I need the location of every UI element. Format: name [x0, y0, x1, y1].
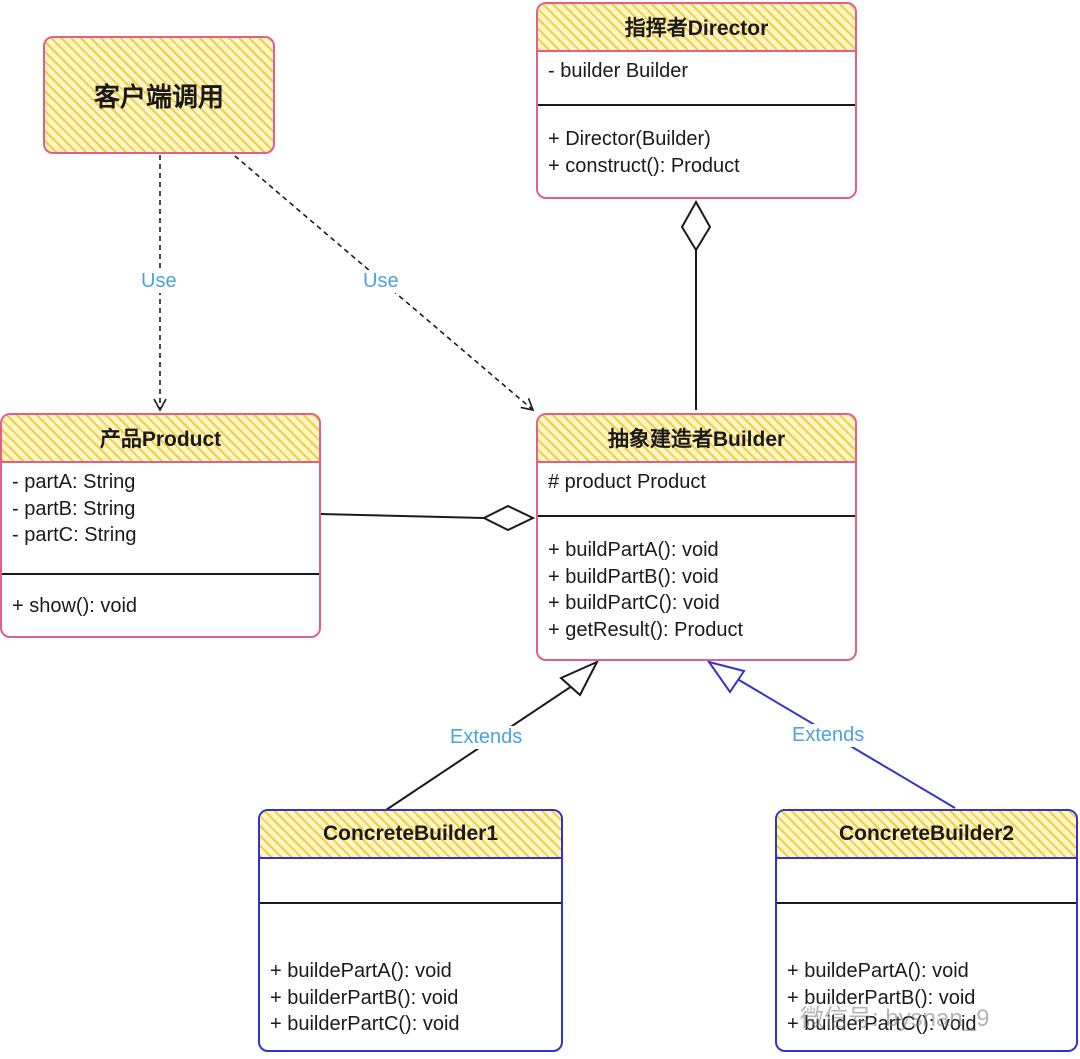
- product-class[interactable]: 产品Product - partA: String - partB: Strin…: [0, 413, 321, 638]
- inheritance-triangle-blue: [706, 660, 746, 694]
- aggregation-diamond-builder: [481, 504, 536, 532]
- concrete-builder2-fields: [777, 859, 1076, 904]
- aggregation-edge-product-builder: [319, 513, 485, 519]
- concrete-builder2-title: ConcreteBuilder2: [777, 811, 1076, 859]
- concrete-builder1-method: + builderPartC(): void: [270, 1013, 460, 1035]
- concrete-builder1-method: + builderPartB(): void: [270, 986, 459, 1009]
- director-fields: - builder Builder: [538, 52, 855, 106]
- watermark: 微信号: bysnan_9: [800, 1005, 990, 1032]
- client-node[interactable]: 客户端调用: [43, 36, 275, 154]
- concrete-builder2-method: + buildePartA(): void: [787, 960, 969, 982]
- builder-method: + buildPartC(): void: [548, 592, 720, 614]
- product-field: - partC: String: [12, 524, 137, 546]
- product-fields: - partA: String - partB: String - partC:…: [2, 463, 319, 575]
- director-method: + Director(Builder): [548, 128, 711, 150]
- use-label-builder: Use: [361, 270, 401, 293]
- concrete-builder2-methods: + buildePartA(): void + builderPartB(): …: [777, 904, 1076, 1044]
- product-field: - partB: String: [12, 497, 136, 520]
- builder-method: + buildPartB(): void: [548, 565, 719, 588]
- director-class-title: 指挥者Director: [538, 4, 855, 52]
- director-method: + construct(): Product: [548, 154, 740, 177]
- product-methods: + show(): void: [2, 575, 319, 626]
- builder-class[interactable]: 抽象建造者Builder # product Product + buildPa…: [536, 413, 857, 661]
- concrete-builder1-class[interactable]: ConcreteBuilder1 + buildePartA(): void +…: [258, 809, 563, 1052]
- inheritance-triangle-black: [559, 659, 600, 697]
- concrete-builder1-fields: [260, 859, 561, 904]
- builder-method: + buildPartA(): void: [548, 539, 719, 561]
- director-field: - builder Builder: [548, 60, 689, 82]
- extends-label-concrete2: Extends: [790, 724, 867, 747]
- product-method: + show(): void: [12, 595, 138, 617]
- concrete-builder2-class[interactable]: ConcreteBuilder2 + buildePartA(): void +…: [775, 809, 1078, 1052]
- aggregation-diamond-director: [680, 199, 712, 252]
- builder-class-title: 抽象建造者Builder: [538, 415, 855, 463]
- client-label: 客户端调用: [93, 81, 224, 112]
- builder-methods: + buildPartA(): void + buildPartB(): voi…: [538, 517, 855, 649]
- builder-method: + getResult(): Product: [548, 618, 744, 641]
- builder-field: # product Product: [548, 471, 706, 493]
- concrete-builder1-methods: + buildePartA(): void + builderPartB(): …: [260, 904, 561, 1044]
- product-class-title: 产品Product: [2, 415, 319, 463]
- product-field: - partA: String: [12, 471, 136, 493]
- concrete-builder1-method: + buildePartA(): void: [270, 960, 452, 982]
- concrete-builder1-title: ConcreteBuilder1: [260, 811, 561, 859]
- concrete-builder2-method: + builderPartB(): void: [787, 986, 976, 1009]
- extends-label-concrete1: Extends: [448, 726, 525, 749]
- director-methods: + Director(Builder) + construct(): Produ…: [538, 106, 855, 185]
- concrete-builder2-method: + builderPartC(): void: [787, 1013, 977, 1035]
- use-label-product: Use: [139, 270, 179, 293]
- director-class[interactable]: 指挥者Director - builder Builder + Director…: [536, 2, 857, 199]
- builder-fields: # product Product: [538, 463, 855, 517]
